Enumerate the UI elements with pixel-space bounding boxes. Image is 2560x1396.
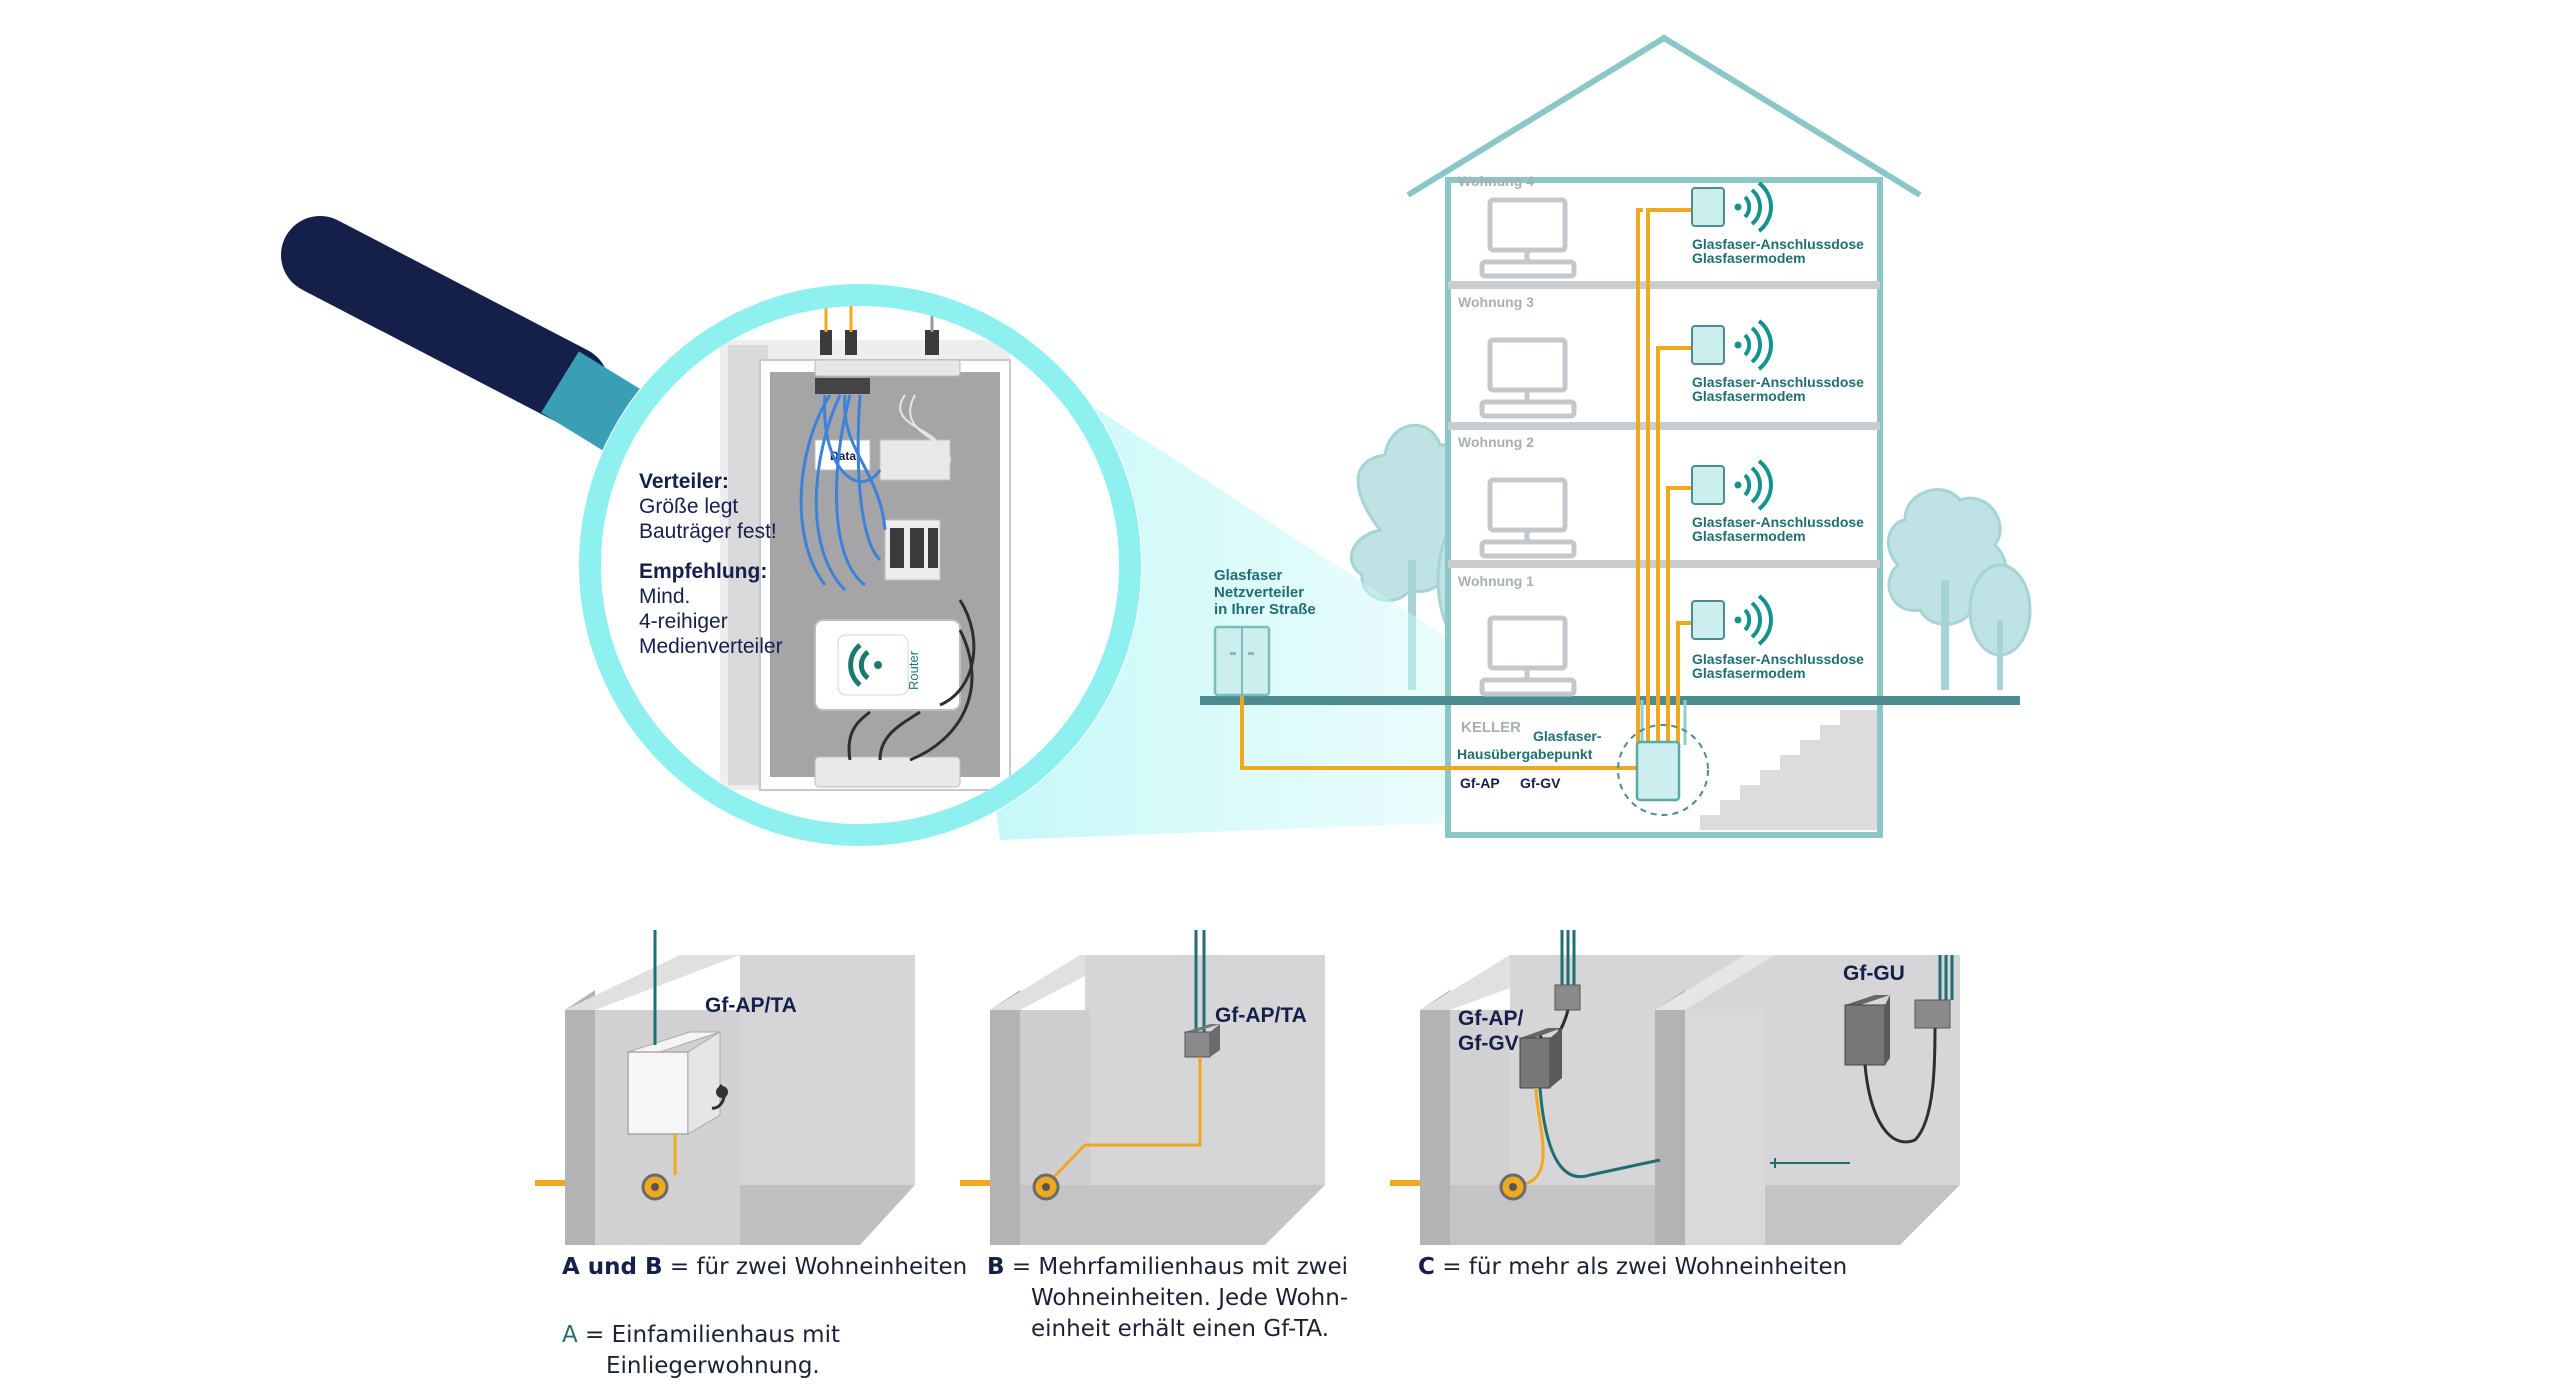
monitor-icon — [1479, 197, 1577, 279]
monitor-icon — [1479, 615, 1577, 697]
distribution-box-icon — [1213, 625, 1271, 697]
caption-c-bold: C — [1418, 1254, 1435, 1280]
keller-label: KELLER — [1461, 719, 1521, 736]
scenario-c: Gf-AP/ Gf-GV Gf-GU — [1390, 930, 1960, 1245]
monitor-icon — [1479, 337, 1577, 419]
wifi-icon — [1734, 594, 1773, 646]
verteiler-line: Größe legt — [639, 495, 738, 518]
caption-b: B = Mehrfamilienhaus mit zwei Wohneinhei… — [987, 1252, 1407, 1345]
caption-ab-bold: A und B — [562, 1254, 663, 1280]
wifi-icon — [1734, 459, 1773, 511]
caption-a-text1: = Einfamilienhaus mit — [577, 1322, 840, 1348]
caption-a: A = Einfamilienhaus mit Einliegerwohnung… — [562, 1320, 982, 1382]
floor-label: Wohnung 2 — [1458, 434, 1534, 450]
empfehlung-line: 4-reihiger — [639, 610, 728, 633]
gf-gv-label: Gf-GV — [1520, 775, 1561, 791]
modems — [1691, 181, 1773, 646]
socket-icon — [641, 1173, 669, 1201]
handover-label: Hausübergabepunkt — [1457, 746, 1593, 762]
caption-c: C = für mehr als zwei Wohneinheiten — [1418, 1252, 1938, 1283]
modem-floor-2 — [1691, 459, 1773, 511]
socket-icon — [1032, 1173, 1060, 1201]
magnifier-icon: Data — [281, 216, 1142, 847]
empfehlung-title: Empfehlung: — [639, 560, 767, 583]
caption-b-text1: = Mehrfamilienhaus mit zwei — [1004, 1254, 1349, 1280]
caption-c-text: = für mehr als zwei Wohneinheiten — [1434, 1254, 1848, 1280]
modem-label: Glasfasermodem — [1692, 528, 1806, 544]
caption-a-text2: Einliegerwohnung. — [606, 1353, 820, 1379]
tree-icon — [1968, 563, 2032, 690]
basement-stairs — [1700, 710, 1877, 830]
handover-box — [1635, 740, 1681, 802]
monitors — [1479, 197, 1577, 697]
house: Wohnung 4 Wohnung 3 Wohnung 2 Wohnung 1 … — [1200, 34, 2020, 838]
street-label: in Ihrer Straße — [1214, 601, 1316, 618]
scenario-a: Gf-AP/TA — [535, 930, 915, 1245]
modem-floor-3 — [1691, 319, 1773, 371]
scenario-c-label: Gf-AP/ — [1458, 1007, 1523, 1030]
floor-label: Wohnung 1 — [1458, 573, 1534, 589]
handover-highlight — [1617, 724, 1709, 816]
monitor-icon — [1479, 477, 1577, 559]
scenario-a-label: Gf-AP/TA — [705, 994, 797, 1017]
router-label: Router — [906, 650, 921, 690]
caption-b-bold: B — [987, 1254, 1005, 1280]
caption-a-letter: A — [562, 1322, 578, 1348]
floor-label: Wohnung 3 — [1458, 294, 1534, 310]
floor-label: Wohnung 4 — [1458, 173, 1534, 189]
empfehlung-line: Mind. — [639, 585, 690, 608]
scenario-c-label: Gf-GU — [1843, 962, 1905, 985]
modem-floor-4 — [1691, 181, 1773, 233]
caption-b-text2: Wohneinheiten. Jede Wohn- — [1031, 1285, 1349, 1311]
street-label: Netzverteiler — [1214, 584, 1304, 601]
caption-ab-text: = für zwei Wohneinheiten — [662, 1254, 968, 1280]
verteiler-title: Verteiler: — [639, 470, 729, 493]
router-icon — [848, 643, 882, 687]
caption-ab: A und B = für zwei Wohneinheiten — [562, 1252, 982, 1283]
empfehlung-line: Medienverteiler — [639, 635, 783, 658]
modem-labels: Glasfaser-Anschlussdose Glasfasermodem G… — [1692, 236, 1864, 681]
wifi-icon — [1734, 319, 1773, 371]
modem-label: Glasfasermodem — [1692, 665, 1806, 681]
socket-label: Glasfaser-Anschlussdose — [1692, 374, 1864, 390]
socket-label: Glasfaser-Anschlussdose — [1692, 651, 1864, 667]
verteiler-line: Bauträger fest! — [639, 520, 777, 543]
socket-icon — [1499, 1173, 1527, 1201]
modem-label: Glasfasermodem — [1692, 388, 1806, 404]
modem-floor-1 — [1691, 594, 1773, 646]
handover-label: Glasfaser- — [1533, 728, 1602, 744]
modem-label: Glasfasermodem — [1692, 250, 1806, 266]
fiber-lines — [1240, 208, 1692, 770]
socket-label: Glasfaser-Anschlussdose — [1692, 514, 1864, 530]
street-label: Glasfaser — [1214, 567, 1283, 584]
socket-label: Glasfaser-Anschlussdose — [1692, 236, 1864, 252]
scenario-b: Gf-AP/TA — [960, 930, 1325, 1245]
scenario-c-label: Gf-GV — [1458, 1032, 1519, 1055]
gf-ap-label: Gf-AP — [1460, 775, 1500, 791]
wifi-icon — [1734, 181, 1773, 233]
caption-b-text3: einheit erhält einen Gf-TA. — [1031, 1316, 1330, 1342]
scenario-b-label: Gf-AP/TA — [1215, 1004, 1307, 1027]
